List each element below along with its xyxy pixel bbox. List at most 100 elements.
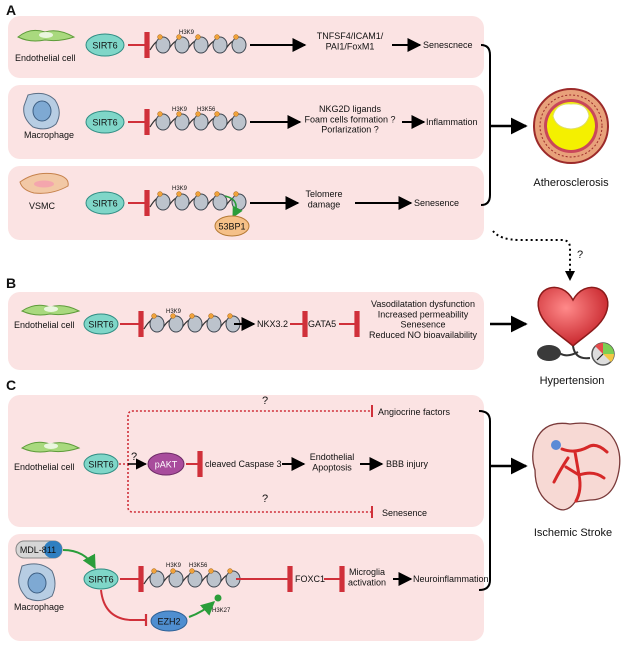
c-senesence: Senesence: [382, 508, 427, 518]
nucleosome: [155, 193, 171, 211]
a3-mark1: H3K9: [172, 186, 188, 192]
c-bottom-question: ?: [262, 493, 268, 505]
section-c: Endothelial cell SIRT6 ? ? Angiocrine fa…: [8, 395, 621, 641]
c-neuro: Neuroinflammation: [413, 574, 489, 584]
nucleosome: [206, 570, 222, 588]
artery-cross-section-icon: [533, 88, 609, 164]
acetyl-mark: [157, 191, 163, 197]
nucleosome: [231, 36, 247, 54]
b-chromatin: [143, 313, 241, 333]
panel-c-macro-bg: [8, 534, 484, 641]
acetyl-mark: [208, 568, 214, 574]
nucleosome: [174, 36, 190, 54]
a1-outcome: Senescnece: [423, 40, 473, 50]
c-macro-sirt6-oval: [83, 568, 119, 590]
c-macro-chromatin: [143, 568, 241, 588]
a2-chromatin: [149, 111, 247, 131]
a3-green-arrow: [224, 195, 243, 218]
c-ezh2-inhibit-line: [100, 589, 146, 621]
acetyl-mark: [176, 34, 182, 40]
nucleosome: [187, 315, 203, 333]
a2-outcome: Inflammation: [426, 117, 478, 127]
acetyl-mark: [176, 111, 182, 117]
a2-mark1: H3K9: [172, 107, 188, 113]
c-ezh2-oval: [150, 610, 188, 632]
c-mdl-activate-arrow: [62, 549, 96, 570]
nucleosome: [155, 36, 171, 54]
c-macro-cell-label: Macrophage: [14, 602, 64, 612]
acetyl-mark: [189, 568, 195, 574]
a1-chromatin: [149, 34, 247, 54]
acetyl-mark: [170, 313, 176, 319]
section-b: Endothelial cell SIRT6 H3K9 NKX3.2 GATA5…: [8, 286, 615, 387]
endothelial-cell-icon: [17, 29, 76, 42]
c-macro-mark2: H3K56: [189, 563, 208, 569]
acetyl-mark: [151, 313, 157, 319]
nucleosome: [187, 570, 203, 588]
acetyl-mark: [170, 568, 176, 574]
c-pakt-question: ?: [131, 451, 137, 463]
c-mdl811-label: MDL-811: [20, 545, 56, 555]
macrophage-icon: [23, 92, 60, 130]
nucleosome: [168, 315, 184, 333]
b-cell-label: Endothelial cell: [14, 320, 75, 330]
nucleosome: [168, 570, 184, 588]
a3-cell-label: VSMC: [29, 201, 56, 211]
acetyl-mark: [176, 191, 182, 197]
brain-ischemia-icon: [532, 422, 621, 511]
acetyl-mark: [208, 313, 214, 319]
c-endo-sirt6-label: SIRT6: [88, 460, 113, 470]
b-mark1: H3K9: [166, 309, 182, 315]
acetyl-mark: [227, 568, 233, 574]
vsmc-icon: [19, 172, 69, 194]
endothelial-cell-icon: [20, 441, 81, 453]
nucleosome: [212, 113, 228, 131]
a3-53bp1-oval: [214, 215, 250, 237]
hypertension-label: Hypertension: [540, 375, 605, 387]
c-caspase: cleaved Caspase 3: [205, 459, 282, 469]
acetyl-mark: [214, 34, 220, 40]
dotted-arrow-head: [565, 271, 575, 281]
a3-53bp1-label: 53BP1: [218, 222, 245, 232]
a1-sirt6-label: SIRT6: [92, 41, 117, 51]
acetyl-mark: [195, 34, 201, 40]
c-angiocrine: Angiocrine factors: [378, 407, 451, 417]
a3-sirt6-oval: [85, 191, 125, 215]
c-foxc1: FOXC1: [295, 574, 325, 584]
c-mdl811-pill-accent: [44, 541, 62, 558]
panel-label-a: A: [6, 2, 16, 18]
nucleosome: [193, 36, 209, 54]
acetyl-mark: [189, 313, 195, 319]
nucleosome: [174, 113, 190, 131]
nucleosome: [193, 113, 209, 131]
nucleosome: [231, 113, 247, 131]
a1-sirt6-oval: [85, 33, 125, 57]
acetyl-mark: [195, 111, 201, 117]
nucleosome: [212, 193, 228, 211]
panel-b-bg: [8, 292, 484, 370]
a2-sirt6-label: SIRT6: [92, 118, 117, 128]
c-ezh2-activate-arrow: [188, 601, 216, 618]
acetyl-mark: [227, 313, 233, 319]
a3-outcome: Senesence: [414, 198, 459, 208]
acetyl-mark: [233, 111, 239, 117]
c-h3k27-mark-dot: [214, 594, 222, 602]
acetyl-mark: [233, 34, 239, 40]
a3-sirt6-label: SIRT6: [92, 199, 117, 209]
panel-c-endo-bg: [8, 395, 484, 527]
a1-targets: TNFSF4/ICAM1/PAI1/FoxM1: [317, 31, 384, 51]
macrophage-icon: [18, 563, 56, 602]
nucleosome: [149, 570, 165, 588]
c-top-question: ?: [262, 395, 268, 407]
c-macro-mark1: H3K9: [166, 563, 182, 569]
dotted-question-mark: ?: [577, 249, 583, 261]
a1-mark1: H3K9: [179, 30, 195, 36]
endothelial-cell-icon: [20, 304, 81, 316]
acetyl-mark: [233, 191, 239, 197]
b-gene1: NKX3.2: [257, 319, 288, 329]
acetyl-mark: [195, 191, 201, 197]
acetyl-mark: [157, 111, 163, 117]
